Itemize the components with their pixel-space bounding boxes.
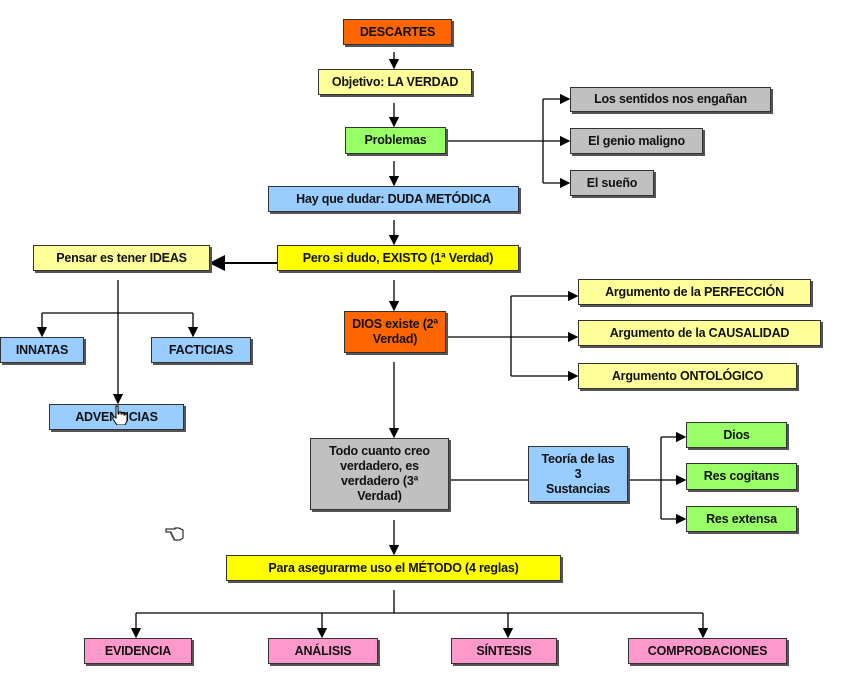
node-sueno: El sueño — [570, 170, 654, 196]
node-metodo: Para asegurarme uso el MÉTODO (4 reglas) — [226, 555, 561, 581]
node-objetivo: Objetivo: LA VERDAD — [318, 69, 472, 95]
node-ontologico: Argumento ONTOLÓGICO — [578, 363, 797, 389]
node-res-cogitans: Res cogitans — [686, 463, 797, 490]
node-problemas: Problemas — [345, 127, 446, 154]
node-sintesis: SÍNTESIS — [451, 638, 557, 664]
hand-pointer-icon — [111, 405, 129, 425]
node-teoria-sustancias: Teoría de las 3 Sustancias — [528, 446, 628, 502]
node-analisis: ANÁLISIS — [268, 638, 378, 664]
node-facticias: FACTICIAS — [151, 337, 251, 363]
node-genio-maligno: El genio maligno — [570, 128, 703, 154]
node-dios: Dios — [686, 422, 787, 448]
node-existo: Pero si dudo, EXISTO (1ª Verdad) — [277, 245, 519, 271]
hand-pointing-left-icon — [165, 524, 184, 544]
node-comprobaciones: COMPROBACIONES — [628, 638, 787, 664]
node-perfeccion: Argumento de la PERFECCIÓN — [578, 279, 811, 305]
node-res-extensa: Res extensa — [686, 506, 797, 532]
node-evidencia: EVIDENCIA — [84, 638, 192, 664]
node-ideas: Pensar es tener IDEAS — [33, 245, 210, 271]
node-causalidad: Argumento de la CAUSALIDAD — [578, 320, 821, 346]
node-descartes: DESCARTES — [343, 19, 452, 45]
node-duda-metodica: Hay que dudar: DUDA METÓDICA — [268, 186, 519, 212]
node-todo-cuanto: Todo cuanto creo verdadero, es verdadero… — [310, 438, 449, 510]
node-sentidos: Los sentidos nos engañan — [570, 87, 771, 112]
node-innatas: INNATAS — [0, 337, 84, 363]
node-dios-existe: DIOS existe (2ª Verdad) — [344, 311, 446, 353]
